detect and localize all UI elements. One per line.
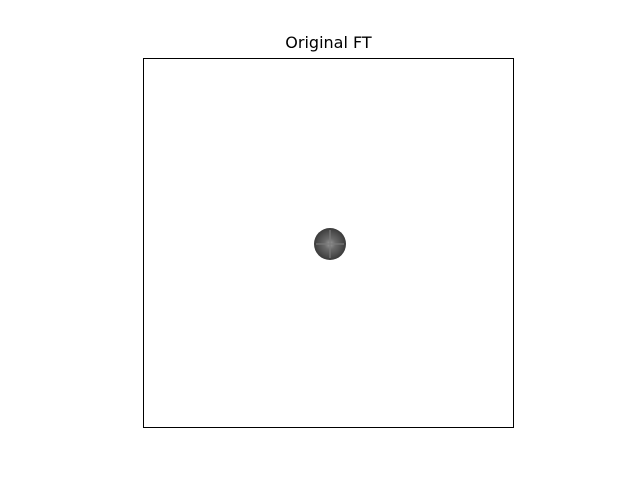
- plot-title: Original FT: [285, 33, 372, 52]
- image-axes: [143, 58, 514, 428]
- central-spot: [314, 228, 346, 260]
- ft-image: [144, 59, 513, 427]
